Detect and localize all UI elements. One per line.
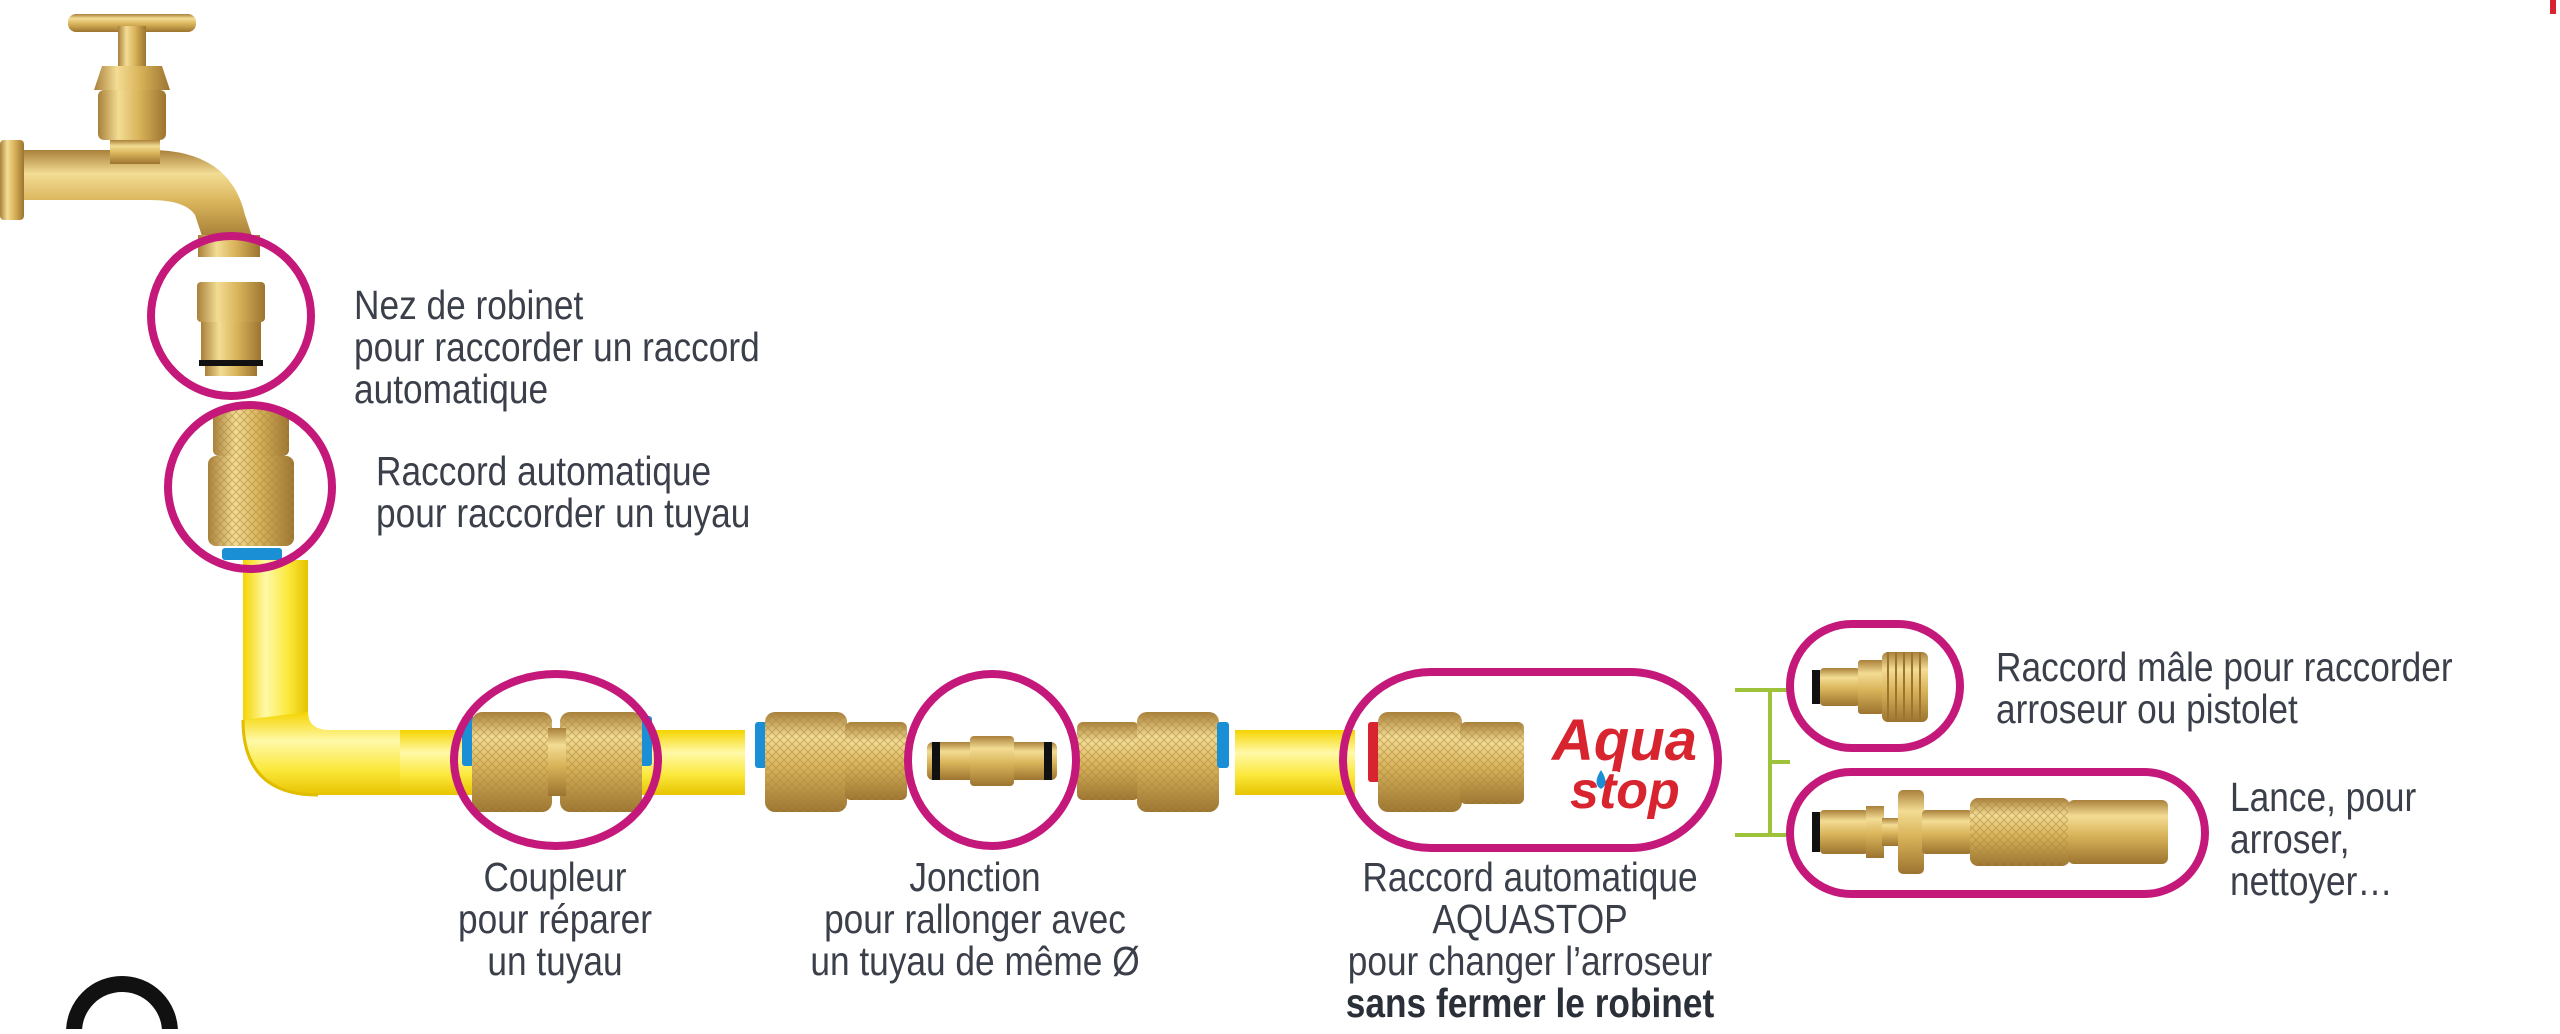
- options-bracket: [1735, 688, 1790, 837]
- auto-connector-label-line2: pour raccorder un tuyau: [376, 490, 751, 536]
- aquastop-label-line3: pour changer l’arroseur: [1347, 938, 1713, 984]
- logo-word-aqua-outline: Aqua: [1550, 708, 1697, 773]
- coupler-label-line3: un tuyau: [487, 938, 623, 984]
- o-ring-icon: [66, 976, 178, 1034]
- tap-nose-label-line1: Nez de robinet: [354, 282, 584, 328]
- coupler-part: [462, 712, 652, 812]
- coupler-highlight: [450, 670, 662, 850]
- lance-highlight: [1786, 768, 2209, 898]
- male-connector-part: [1812, 652, 1928, 722]
- junction-label-line2: pour rallonger avec: [824, 896, 1126, 942]
- male-connector-label-line1: Raccord mâle pour raccorder: [1996, 644, 2453, 690]
- junction-part: [755, 712, 1229, 812]
- coupler-label: Coupleur pour réparer un tuyau: [426, 856, 684, 982]
- auto-connector-part: [208, 408, 294, 560]
- logo-word-stop-outline: stop: [1570, 762, 1680, 820]
- logo-word-stop: stop: [1570, 762, 1680, 820]
- tap-nose-label-line2: pour raccorder un raccord: [354, 324, 760, 370]
- aquastop-logo: Aqua Aqua stop stop: [1547, 705, 1700, 823]
- tap-nose-label-line3: automatique: [354, 366, 549, 412]
- tap-nose-highlight: [147, 232, 315, 400]
- junction-label: Jonction pour rallonger avec un tuyau de…: [773, 856, 1177, 982]
- lance-label-line1: Lance, pour: [2230, 774, 2417, 820]
- coupler-label-line1: Coupleur: [483, 854, 627, 900]
- logo-word-aqua: Aqua: [1550, 708, 1697, 773]
- lance-label-line3: nettoyer…: [2230, 858, 2393, 904]
- lance-part: [1812, 790, 2168, 874]
- hose-vertical: [243, 560, 308, 730]
- aquastop-label-line2: AQUASTOP: [1432, 896, 1628, 942]
- lance-label-line2: arroser,: [2230, 816, 2350, 862]
- auto-connector-label-line1: Raccord automatique: [376, 448, 712, 494]
- aquastop-label-line1: Raccord automatique: [1362, 854, 1698, 900]
- auto-connector-label: Raccord automatique pour raccorder un tu…: [376, 450, 750, 534]
- brass-tap: [0, 14, 260, 257]
- hose-segment-2: [1235, 730, 1355, 795]
- junction-label-line1: Jonction: [909, 854, 1041, 900]
- tap-nose-part: [197, 282, 265, 376]
- male-connector-highlight: [1786, 620, 1964, 752]
- coupler-label-line2: pour réparer: [457, 896, 653, 942]
- aquastop-part: [1368, 712, 1524, 812]
- auto-connector-highlight: [164, 401, 336, 573]
- aquastop-label: Raccord automatique AQUASTOP pour change…: [1306, 856, 1753, 1024]
- aquastop-label-line4: sans fermer le robinet: [1345, 980, 1715, 1026]
- corner-mark: [2550, 0, 2556, 14]
- aquastop-highlight: [1339, 668, 1722, 852]
- tap-nose-label: Nez de robinet pour raccorder un raccord…: [354, 284, 760, 410]
- water-drop-icon: [1596, 770, 1606, 789]
- junction-label-line3: un tuyau de même Ø: [810, 938, 1140, 984]
- hose-bend: [243, 712, 420, 795]
- male-connector-label: Raccord mâle pour raccorder arroseur ou …: [1996, 646, 2453, 730]
- male-connector-label-line2: arroseur ou pistolet: [1996, 686, 2298, 732]
- lance-label: Lance, pour arroser, nettoyer…: [2230, 776, 2416, 902]
- junction-highlight: [904, 670, 1080, 850]
